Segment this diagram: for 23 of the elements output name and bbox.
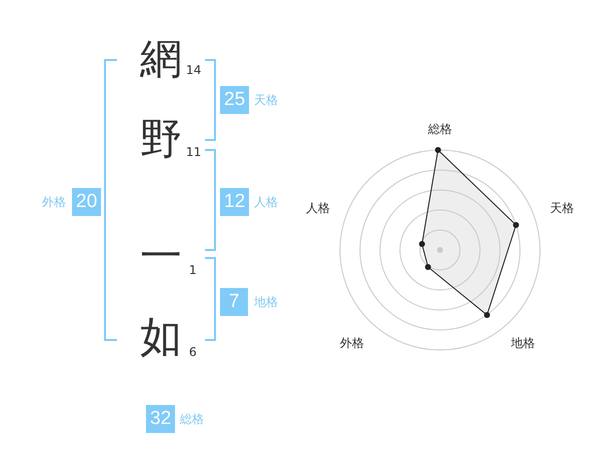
name-character: 如 (140, 316, 182, 358)
axis-label: 地格 (511, 337, 535, 349)
stroke-count: 6 (189, 346, 197, 358)
score-badge: 7 (220, 288, 248, 316)
stroke-count: 11 (186, 146, 202, 158)
score-badge: 32 (146, 405, 176, 433)
stroke-count: 14 (186, 64, 202, 76)
score-badge: 20 (72, 188, 102, 216)
score-label: 人格 (254, 196, 278, 208)
axis-label: 人格 (306, 202, 330, 214)
name-character: 一 (140, 235, 182, 277)
score-label: 総格 (180, 413, 204, 425)
score-badge: 25 (220, 86, 250, 114)
stroke-count: 1 (189, 264, 197, 276)
axis-label: 総格 (428, 123, 452, 135)
axis-label: 外格 (340, 337, 364, 349)
score-badge: 12 (220, 188, 250, 216)
name-character: 野 (140, 118, 182, 160)
name-character: 網 (140, 38, 182, 80)
score-label: 地格 (254, 296, 278, 308)
score-label: 天格 (254, 94, 278, 106)
axis-label: 天格 (550, 202, 574, 214)
score-label: 外格 (42, 196, 66, 208)
